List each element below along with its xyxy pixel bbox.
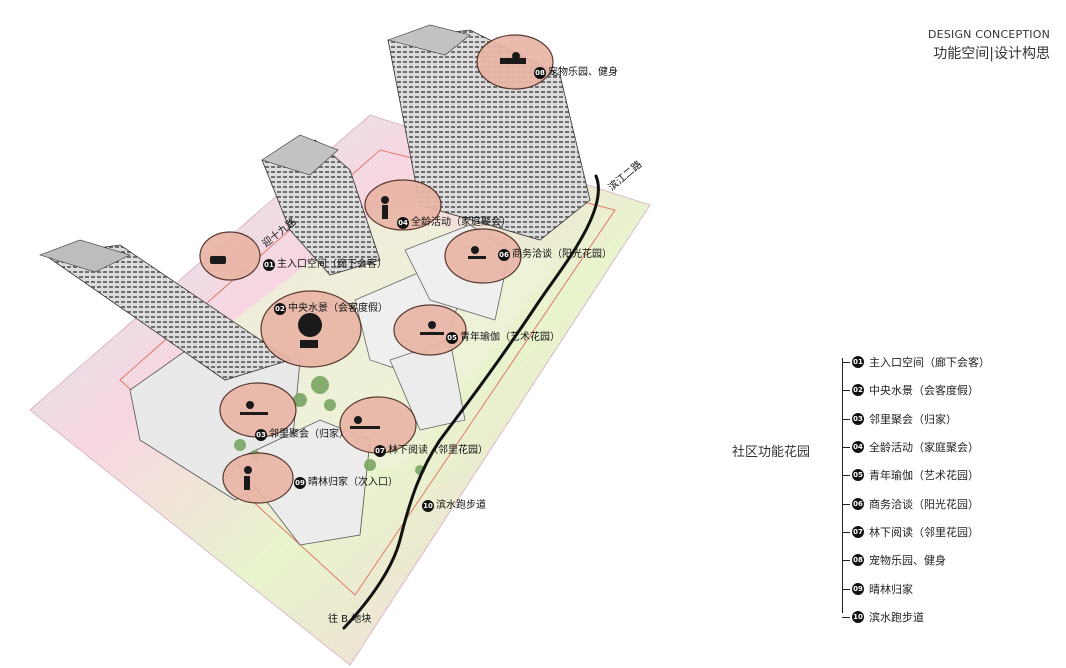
legend-text: 邻里聚会（归家） bbox=[869, 412, 957, 426]
legend-item: 03 邻里聚会（归家） bbox=[842, 405, 1052, 433]
bubble-09 bbox=[222, 452, 294, 504]
callout-06: 06 商务洽谈（阳光花园） bbox=[498, 248, 612, 262]
legend-num: 07 bbox=[852, 525, 864, 538]
legend-text: 中央水景（会客度假） bbox=[869, 384, 979, 398]
callout-text: 邻里聚会（归家） bbox=[269, 429, 349, 440]
callout-02: 02 中央水景（会客度假） bbox=[274, 302, 388, 316]
callout-text: 宠物乐园、健身 bbox=[548, 67, 618, 78]
legend-text: 青年瑜伽（艺术花园） bbox=[869, 469, 979, 483]
legend-item: 05 青年瑜伽（艺术花园） bbox=[842, 461, 1052, 489]
callout-08: 08 宠物乐园、健身 bbox=[534, 66, 618, 80]
legend-num: 03 bbox=[852, 412, 864, 425]
callout-num: 02 bbox=[274, 303, 286, 315]
legend-item: 10 滨水跑步道 bbox=[842, 603, 1052, 631]
tower-1-roof bbox=[39, 239, 131, 273]
bubble-05 bbox=[393, 304, 467, 356]
callout-03: 03 邻里聚会（归家） bbox=[255, 428, 349, 442]
legend-num: 08 bbox=[852, 554, 864, 567]
legend-num: 04 bbox=[852, 441, 864, 454]
callout-text: 商务洽谈（阳光花园） bbox=[512, 249, 612, 260]
pictograms bbox=[210, 52, 526, 490]
bubble-01 bbox=[199, 231, 261, 281]
tower-2-roof bbox=[261, 134, 339, 176]
callout-07: 07 林下阅读（邻里花园） bbox=[374, 444, 488, 458]
legend-text: 主入口空间（廊下会客） bbox=[869, 356, 990, 370]
site-plan-drawing bbox=[29, 24, 651, 666]
callout-num: 08 bbox=[534, 67, 546, 79]
legend-item: 06 商务洽谈（阳光花园） bbox=[842, 489, 1052, 517]
legend-text: 宠物乐园、健身 bbox=[869, 554, 946, 568]
callout-num: 09 bbox=[294, 477, 306, 489]
callout-num: 01 bbox=[263, 259, 275, 271]
callout-num: 06 bbox=[498, 249, 510, 261]
legend-item: 01 主入口空间（廊下会客） bbox=[842, 348, 1052, 376]
callout-text: 青年瑜伽（艺术花园） bbox=[460, 332, 560, 343]
legend-text: 晴林归家 bbox=[869, 582, 913, 596]
legend-num: 10 bbox=[852, 610, 864, 623]
running-route bbox=[342, 174, 600, 630]
header: DESIGN CONCEPTION 功能空间|设计构思 bbox=[928, 28, 1050, 63]
header-title-en: DESIGN CONCEPTION bbox=[928, 28, 1050, 41]
callout-04: 04 全龄活动（家庭聚会） bbox=[397, 216, 511, 230]
callout-text: 滨水跑步道 bbox=[436, 500, 486, 511]
callout-num: 05 bbox=[446, 332, 458, 344]
legend-item: 08 宠物乐园、健身 bbox=[842, 546, 1052, 574]
legend-text: 滨水跑步道 bbox=[869, 610, 924, 624]
legend-bracket bbox=[842, 358, 851, 613]
legend-num: 05 bbox=[852, 469, 864, 482]
callout-num: 07 bbox=[374, 445, 386, 457]
header-title-zh: 功能空间|设计构思 bbox=[933, 46, 1050, 62]
site-plan: 08 宠物乐园、健身 04 全龄活动（家庭聚会） 06 商务洽谈（阳光花园） 0… bbox=[29, 24, 651, 666]
area-title: 社区功能花园 bbox=[732, 445, 811, 460]
legend-item: 09 晴林归家 bbox=[842, 574, 1052, 602]
callout-num: 03 bbox=[255, 429, 267, 441]
callout-10: 10 滨水跑步道 bbox=[422, 499, 486, 513]
legend-item: 07 林下阅读（邻里花园） bbox=[842, 518, 1052, 546]
legend-num: 01 bbox=[852, 356, 864, 369]
legend-text: 林下阅读（邻里花园） bbox=[869, 525, 979, 539]
legend-text: 商务洽谈（阳光花园） bbox=[869, 497, 979, 511]
tower-2 bbox=[261, 139, 381, 276]
road-label-to-b: 往 B 地块 bbox=[328, 614, 372, 625]
callout-text: 主入口空间（廊下会客） bbox=[277, 259, 387, 270]
callout-text: 中央水景（会客度假） bbox=[288, 303, 388, 314]
callout-09: 09 晴林归家（次入口） bbox=[294, 476, 398, 490]
legend-item: 02 中央水景（会客度假） bbox=[842, 376, 1052, 404]
callout-text: 全龄活动（家庭聚会） bbox=[411, 217, 511, 228]
callout-text: 林下阅读（邻里花园） bbox=[388, 445, 488, 456]
callout-text: 晴林归家（次入口） bbox=[308, 477, 398, 488]
legend-num: 02 bbox=[852, 384, 864, 397]
callout-num: 10 bbox=[422, 500, 434, 512]
callout-num: 04 bbox=[397, 217, 409, 229]
tower-3-roof bbox=[386, 24, 471, 56]
callout-05: 05 青年瑜伽（艺术花园） bbox=[446, 331, 560, 345]
legend-text: 全龄活动（家庭聚会） bbox=[869, 441, 979, 455]
callout-01: 01 主入口空间（廊下会客） bbox=[263, 258, 387, 272]
legend: 01 主入口空间（廊下会客） 02 中央水景（会客度假） 03 邻里聚会（归家） 04… bbox=[842, 348, 1052, 631]
legend-num: 09 bbox=[852, 582, 864, 595]
legend-item: 04 全龄活动（家庭聚会） bbox=[842, 433, 1052, 461]
legend-num: 06 bbox=[852, 497, 864, 510]
